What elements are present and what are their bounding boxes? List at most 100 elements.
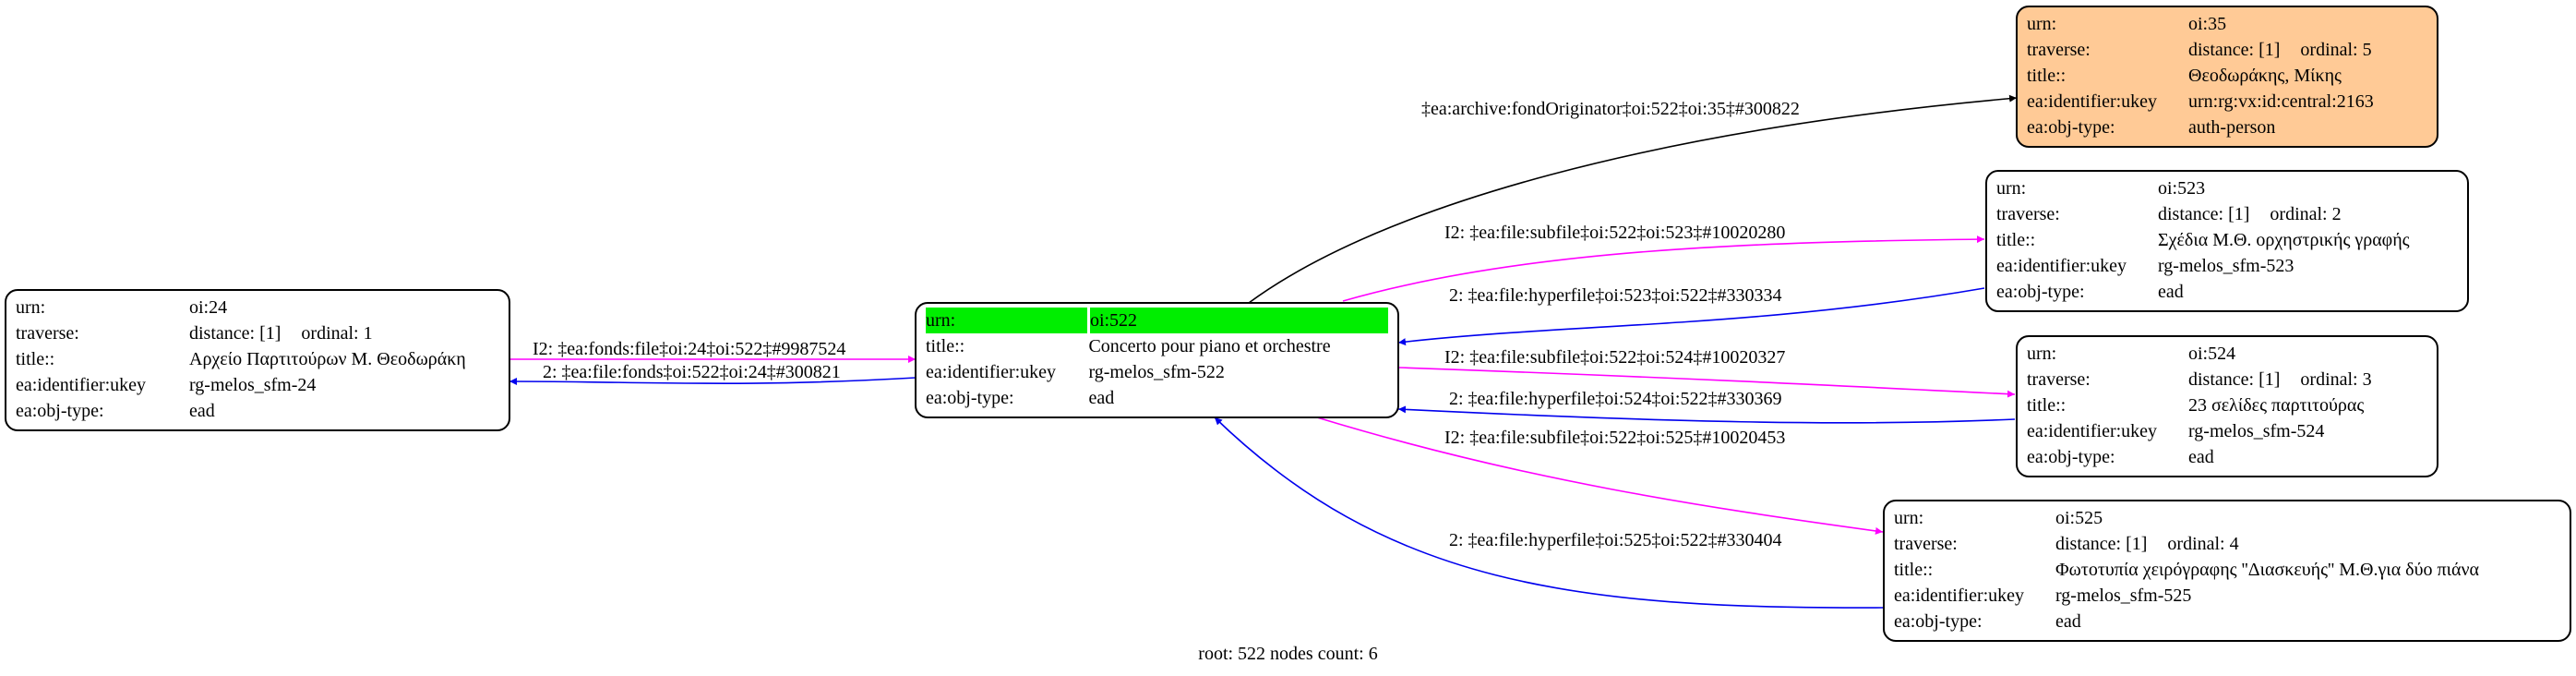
attr-value: distance: [1]ordinal: 3 — [2188, 367, 2372, 392]
attr-key: title:: — [2027, 395, 2067, 416]
attr-row-obj-type: ea:obj-type: ead — [926, 385, 1388, 411]
attr-row-urn: urn:oi:523 — [1996, 175, 2410, 201]
attr-value: rg-melos_sfm-523 — [2158, 256, 2294, 276]
attr-key: urn: — [16, 297, 46, 318]
attr-row-ukey: ea:identifier:ukey rg-melos_sfm-24 — [16, 372, 466, 398]
attr-value: oi:525 — [2055, 508, 2103, 528]
distance-value: distance: [1] — [2158, 204, 2250, 224]
attr-row-obj-type: ea:obj-type: auth-person — [2027, 115, 2374, 140]
attr-value: oi:24 — [189, 297, 228, 318]
attr-key: ea:obj-type: — [16, 401, 104, 421]
attr-key: traverse: — [1996, 204, 2060, 224]
attr-key: ea:identifier:ukey — [2027, 91, 2158, 112]
edge-label-hyperfile-524: 2: ‡ea:file:hyperfile‡oi:524‡oi:522‡#330… — [1449, 389, 1782, 409]
attr-row-traverse: traverse:distance: [1]ordinal: 4 — [1894, 531, 2479, 557]
attr-key: title:: — [1894, 560, 1934, 580]
edge-label-subfile-523: I2: ‡ea:file:subfile‡oi:522‡oi:523‡#1002… — [1444, 223, 1786, 243]
attr-key: urn: — [926, 308, 1090, 333]
edge-subfile-525 — [1316, 416, 1884, 535]
attr-row-traverse: traverse: distance: [1]ordinal: 3 — [2027, 367, 2372, 392]
node-oi-35[interactable]: urn: oi:35 traverse: distance: [1]ordinal:… — [2016, 6, 2438, 148]
attr-row-urn: urn: oi:24 — [16, 295, 466, 320]
node-attributes: urn: oi:24 traverse: distance: [1]ordinal:… — [16, 295, 466, 424]
attr-value: ead — [189, 401, 215, 421]
node-oi-522-root[interactable]: urn:oi:522 title::Concerto pour piano et… — [915, 302, 1399, 418]
attr-value: ead — [2188, 447, 2214, 467]
distance-value: distance: [1] — [189, 323, 282, 344]
edge-subfile-524 — [1397, 367, 2016, 398]
attr-value: distance: [1]ordinal: 4 — [2055, 531, 2479, 557]
attr-key: ea:obj-type: — [926, 388, 1014, 408]
attr-row-traverse: traverse: distance: [1]ordinal: 5 — [2027, 37, 2374, 63]
attr-key: ea:obj-type: — [2027, 117, 2115, 138]
attr-row-urn: urn: oi:525 — [1894, 505, 2479, 531]
graph-footer: root: 522 nodes count: 6 — [1198, 644, 1378, 664]
attr-key: urn: — [2027, 14, 2057, 34]
attr-value: oi:524 — [2188, 344, 2236, 364]
attr-key: urn: — [2027, 344, 2057, 364]
attr-row-title: title::Αρχείο Παρτιτούρων Μ. Θεοδωράκη — [16, 346, 466, 372]
node-attributes: urn: oi:524 traverse: distance: [1]ordinal… — [2027, 341, 2372, 470]
attr-key: traverse: — [16, 323, 79, 344]
attr-row-title: title::23 σελίδες παρτιτούρας — [2027, 392, 2372, 418]
ordinal-value: ordinal: 4 — [2167, 534, 2239, 554]
edge-file-fonds — [509, 377, 917, 386]
attr-value: auth-person — [2188, 117, 2276, 138]
attr-value: Αρχείο Παρτιτούρων Μ. Θεοδωράκη — [189, 349, 466, 369]
attr-value: rg-melos_sfm-525 — [2055, 585, 2192, 606]
attr-value: rg-melos_sfm-522 — [1088, 362, 1225, 382]
node-attributes: urn:oi:522 title::Concerto pour piano et… — [926, 308, 1388, 411]
edge-label-fond-originator: ‡ea:archive:fondOriginator‡oi:522‡oi:35‡… — [1421, 99, 1800, 119]
attr-row-title: title::Concerto pour piano et orchestre — [926, 333, 1388, 359]
attr-value: ead — [1088, 388, 1115, 408]
attr-value: Φωτοτυπία χειρόγραφης ''Διασκευής'' Μ.Θ.… — [2055, 560, 2479, 580]
attr-key: title:: — [2027, 66, 2067, 86]
attr-value: distance: [1]ordinal: 1 — [189, 320, 466, 346]
ordinal-value: ordinal: 3 — [2300, 369, 2372, 390]
attr-key: title:: — [16, 349, 55, 369]
attr-value: oi:35 — [2188, 14, 2227, 34]
attr-key: ea:obj-type: — [2027, 447, 2115, 467]
edge-fond-originator — [1248, 94, 2018, 304]
attr-key: ea:identifier:ukey — [1894, 585, 2025, 606]
node-oi-525[interactable]: urn: oi:525 traverse:distance: [1]ordinal… — [1883, 500, 2571, 642]
ordinal-value: ordinal: 2 — [2270, 204, 2342, 224]
node-oi-24[interactable]: urn: oi:24 traverse: distance: [1]ordinal:… — [5, 289, 510, 431]
attr-row-obj-type: ea:obj-type: ead — [16, 398, 466, 424]
edge-subfile-523 — [1342, 235, 1985, 302]
attr-value: distance: [1] ordinal: 2 — [2158, 201, 2410, 227]
node-oi-524[interactable]: urn: oi:524 traverse: distance: [1]ordinal… — [2016, 335, 2438, 477]
attr-key: urn: — [1894, 508, 1924, 528]
edge-label-subfile-525: I2: ‡ea:file:subfile‡oi:522‡oi:525‡#1002… — [1444, 428, 1786, 448]
node-attributes: urn: oi:525 traverse:distance: [1]ordinal… — [1894, 505, 2479, 634]
attr-row-urn-highlighted: urn:oi:522 — [926, 308, 1388, 333]
attr-value: Concerto pour piano et orchestre — [1088, 336, 1331, 356]
attr-key: ea:identifier:ukey — [1996, 256, 2127, 276]
attr-key: ea:obj-type: — [1894, 611, 1983, 632]
attr-value: ead — [2055, 611, 2081, 632]
attr-value: rg-melos_sfm-24 — [189, 375, 317, 395]
node-attributes: urn:oi:523 traverse: distance: [1] ordinal… — [1996, 175, 2410, 305]
attr-value: rg-melos_sfm-524 — [2188, 421, 2325, 441]
node-oi-523[interactable]: urn:oi:523 traverse: distance: [1] ordinal… — [1985, 170, 2469, 312]
attr-value: ead — [2158, 282, 2184, 302]
attr-key: traverse: — [2027, 369, 2091, 390]
attr-row-traverse: traverse: distance: [1]ordinal: 1 — [16, 320, 466, 346]
attr-key: ea:obj-type: — [1996, 282, 2085, 302]
attr-key: traverse: — [2027, 40, 2091, 60]
attr-value: oi:522 — [1088, 308, 1388, 333]
edge-label-fonds-file: I2: ‡ea:fonds:file‡oi:24‡oi:522‡#9987524 — [533, 339, 846, 359]
edge-label-subfile-524: I2: ‡ea:file:subfile‡oi:522‡oi:524‡#1002… — [1444, 347, 1786, 368]
attr-row-obj-type: ea:obj-type: ead — [1996, 279, 2410, 305]
attr-value: distance: [1]ordinal: 5 — [2188, 37, 2374, 63]
attr-row-title: title::Σχέδια Μ.Θ. ορχηστρικής γραφής — [1996, 227, 2410, 253]
attr-key: ea:identifier:ukey — [16, 375, 147, 395]
attr-row-obj-type: ea:obj-type: ead — [1894, 609, 2479, 634]
attr-value: urn:rg:vx:id:central:2163 — [2188, 91, 2374, 112]
attr-value: Σχέδια Μ.Θ. ορχηστρικής γραφής — [2158, 230, 2410, 250]
attr-key: urn: — [1996, 178, 2027, 199]
attr-row-ukey: ea:identifier:ukey rg-melos_sfm-525 — [1894, 583, 2479, 609]
